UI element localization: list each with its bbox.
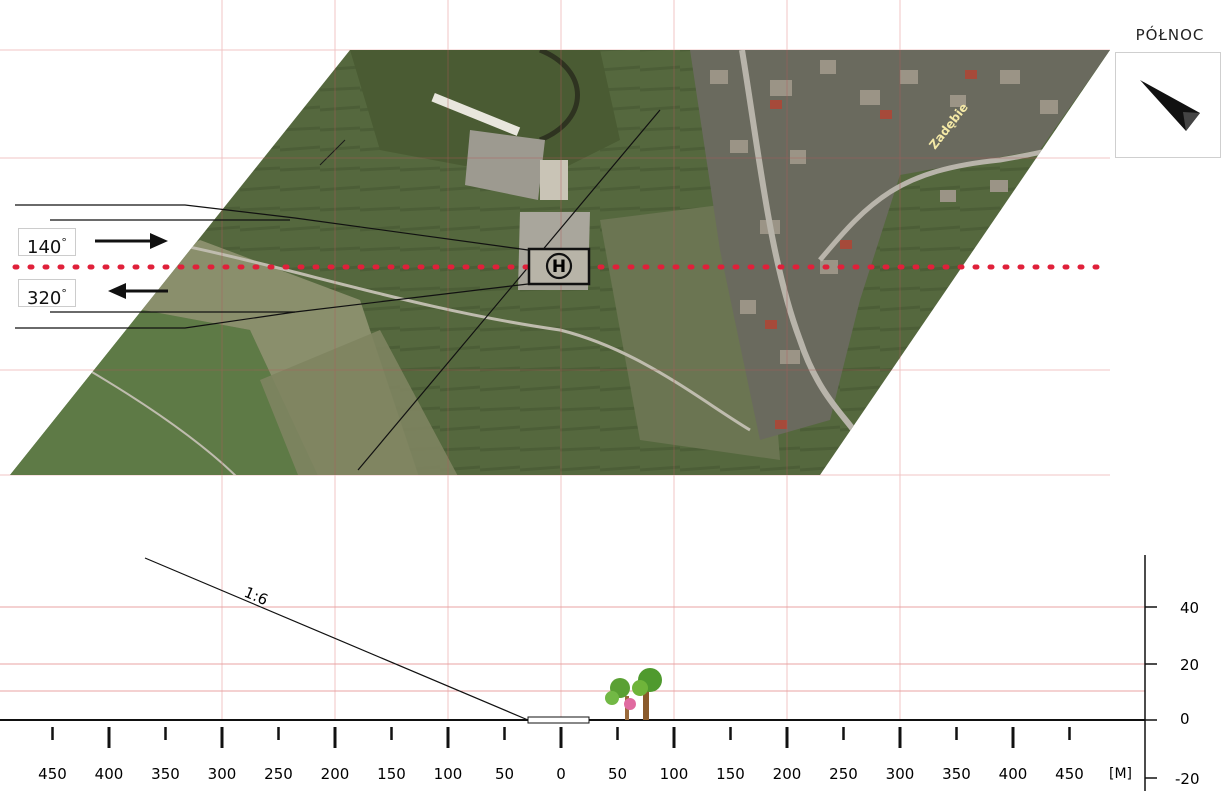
heading-arrow-right-icon [95,233,168,249]
y-tick-label: -20 [1175,770,1200,788]
y-tick-label: 40 [1180,599,1199,617]
degree-unit: ° [61,236,67,249]
x-tick-label: 200 [321,765,350,783]
x-tick-label: 100 [434,765,463,783]
approach-lines [15,109,661,471]
slope-line [144,557,529,721]
x-tick-label: 300 [208,765,237,783]
helipad-symbol: H [552,257,566,277]
x-tick-label: 300 [886,765,915,783]
heading-box-140: 140° [18,228,76,258]
tree-icon [605,668,662,720]
north-label: PÓŁNOC [1135,26,1205,44]
x-tick-label: 400 [999,765,1028,783]
heading-value: 320 [27,288,62,309]
x-tick-label: 250 [829,765,858,783]
profile-helipad [527,716,590,724]
x-tick-label: 0 [556,765,566,783]
x-tick-label: 350 [942,765,971,783]
profile-grid [0,606,1145,692]
x-tick-label: 250 [264,765,293,783]
x-tick-label: 400 [95,765,124,783]
x-tick-label: 100 [660,765,689,783]
x-tick-label: 150 [377,765,406,783]
heading-box-320: 320° [18,279,76,309]
y-tick-label: 0 [1180,710,1190,728]
slope-label: 1:6 [241,583,270,609]
x-unit-label: [M] [1109,766,1132,782]
x-tick-label: 200 [773,765,802,783]
x-tick-label: 150 [716,765,745,783]
north-compass-box [1115,52,1221,158]
x-tick-label: 350 [151,765,180,783]
x-tick-label: 450 [38,765,67,783]
y-tick-label: 20 [1180,656,1199,674]
profile-y-ticks [1145,606,1157,779]
x-tick-label: 450 [1055,765,1084,783]
x-tick-label: 50 [608,765,627,783]
degree-unit: ° [61,287,67,300]
heading-value: 140 [27,237,62,258]
profile-x-ticks: 450 400 350 300 250 200 150 100 50 0 50 100 150 200 25… [38,727,1084,783]
x-tick-label: 50 [495,765,514,783]
heading-arrow-left-icon [108,283,168,299]
helipad: H [527,247,591,286]
